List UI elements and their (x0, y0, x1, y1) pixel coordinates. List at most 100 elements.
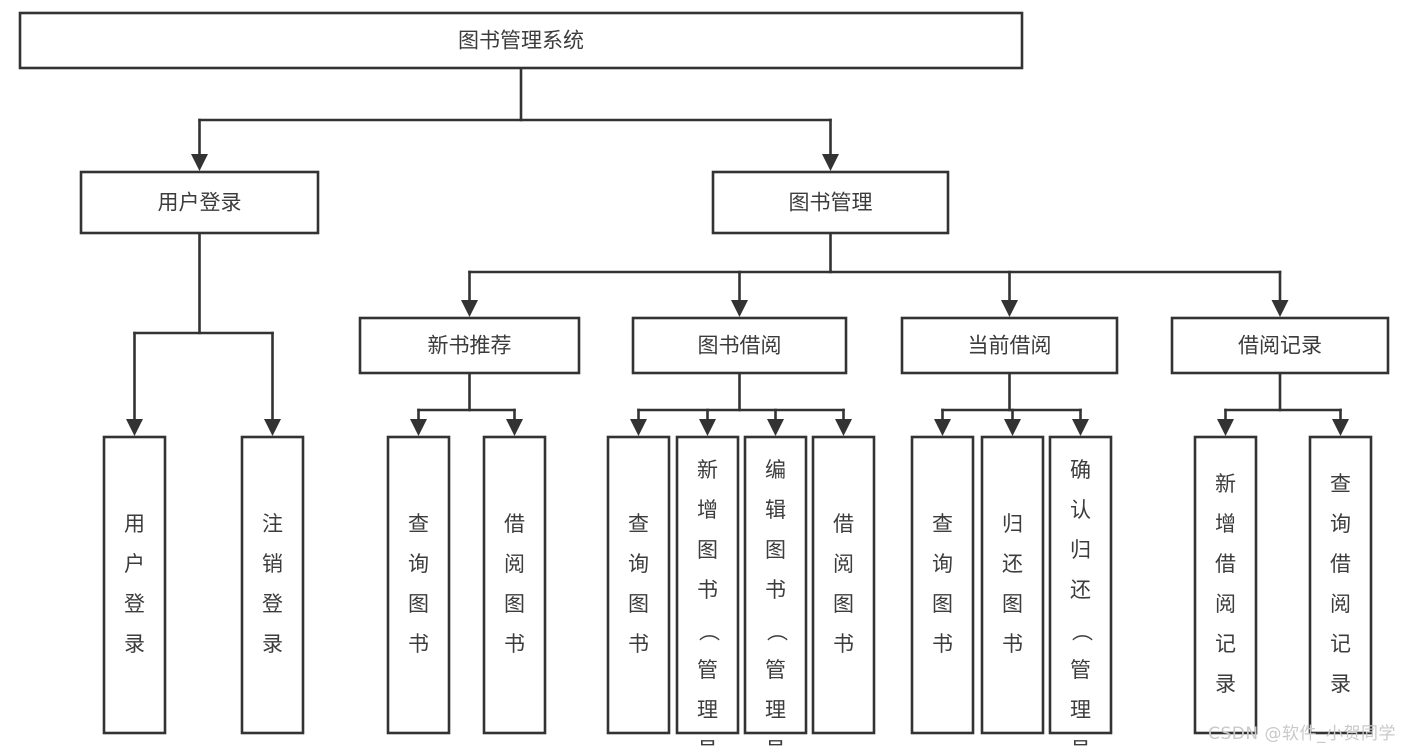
node-leaf-12-label-char: 借 (1330, 552, 1351, 576)
arrow-head-icon (461, 300, 478, 317)
node-leaf-0-label-char: 录 (124, 632, 145, 656)
node-leaf-7-box[interactable] (811, 435, 876, 735)
node-leaf-6-label-char: 理 (765, 698, 786, 722)
node-level1-0-box[interactable] (79, 170, 320, 235)
node-leaf-4-label-char: 图 (628, 592, 649, 616)
node-level2-3-box[interactable] (1170, 316, 1390, 375)
node-leaf-8-label-char: 查 (932, 512, 953, 536)
node-leaf-12-box[interactable] (1308, 435, 1373, 735)
node-leaf-5-label-char: 增 (697, 498, 718, 522)
arrow-head-icon (1004, 419, 1021, 436)
node-leaf-0-box[interactable] (102, 435, 167, 735)
node-leaf-6-box[interactable] (743, 435, 808, 735)
node-leaf-10-label-char: 认 (1070, 498, 1091, 522)
node-level2-1-box[interactable] (631, 316, 848, 375)
node-leaf-0-label-char: 户 (124, 552, 145, 576)
node-leaf-5-label-char: 理 (697, 698, 718, 722)
node-leaf-6-label-char: 员 (765, 738, 786, 747)
node-leaf-6-label-char: （ (765, 621, 789, 642)
node-leaf-8-label-char: 图 (932, 592, 953, 616)
node-leaf-11-label-char: 阅 (1215, 592, 1236, 616)
nodes-layer: 图书管理系统用户登录图书管理新书推荐图书借阅当前借阅借阅记录用户登录注销登录查询… (18, 11, 1390, 747)
node-level2-0-label: 新书推荐 (428, 334, 512, 358)
node-leaf-10-label-char: 管 (1070, 658, 1091, 682)
arrow-head-icon (1332, 419, 1349, 436)
node-leaf-11-label-char: 记 (1215, 632, 1236, 656)
node-level2-0[interactable]: 新书推荐 (358, 316, 581, 375)
arrow-head-icon (1072, 419, 1089, 436)
node-level2-2-box[interactable] (900, 316, 1119, 375)
node-leaf-11-label-char: 录 (1215, 672, 1236, 696)
node-leaf-10-label-char: （ (1070, 621, 1094, 642)
node-leaf-8-box[interactable] (910, 435, 975, 735)
node-leaf-11-box[interactable] (1193, 435, 1258, 735)
node-leaf-6-label-char: 图 (765, 538, 786, 562)
node-leaf-1-label-char: 注 (262, 512, 283, 536)
node-leaf-1-label-char: 录 (262, 632, 283, 656)
arrow-head-icon (835, 419, 852, 436)
node-leaf-10-label-char: 确 (1070, 458, 1091, 482)
node-leaf-9-label-char: 归 (1002, 512, 1023, 536)
node-leaf-12-label-char: 录 (1330, 672, 1351, 696)
node-leaf-10-label-char: 归 (1070, 538, 1091, 562)
node-leaf-3-label-char: 书 (504, 632, 525, 656)
node-leaf-7-label-char: 借 (833, 512, 854, 536)
node-leaf-8-label-char: 询 (932, 552, 953, 576)
node-leaf-2-label-char: 图 (408, 592, 429, 616)
node-level2-1[interactable]: 图书借阅 (631, 316, 848, 375)
node-leaf-5-label-char: 新 (697, 458, 718, 482)
node-leaf-3-label-char: 借 (504, 512, 525, 536)
arrow-head-icon (699, 419, 716, 436)
arrow-head-icon (1271, 300, 1289, 317)
node-leaf-1-label-char: 销 (262, 552, 283, 576)
node-level2-2-label: 当前借阅 (968, 334, 1052, 358)
node-leaf-1-box[interactable] (240, 435, 305, 735)
node-level2-0-box[interactable] (358, 316, 581, 375)
node-leaf-7-label-char: 图 (833, 592, 854, 616)
node-level2-3[interactable]: 借阅记录 (1170, 316, 1390, 375)
node-leaf-9-label-char: 书 (1002, 632, 1023, 656)
node-level1-0[interactable]: 用户登录 (79, 170, 320, 235)
node-root-system-label: 图书管理系统 (458, 29, 584, 53)
node-level1-0-label: 用户登录 (158, 191, 242, 215)
node-leaf-11-label-char: 借 (1215, 552, 1236, 576)
node-level2-2[interactable]: 当前借阅 (900, 316, 1119, 375)
node-leaf-4-box[interactable] (606, 435, 671, 735)
node-leaf-0-label-char: 用 (124, 512, 145, 536)
arrow-head-icon (410, 419, 427, 436)
node-leaf-11-label-char: 新 (1215, 472, 1236, 496)
node-leaf-6-label-char: 管 (765, 658, 786, 682)
node-leaf-5-label-char: 员 (697, 738, 718, 747)
node-level1-1[interactable]: 图书管理 (711, 170, 950, 235)
node-leaf-3-label-char: 阅 (504, 552, 525, 576)
node-leaf-0[interactable]: 用户登录 (102, 435, 167, 735)
node-leaf-4-label-char: 书 (628, 632, 649, 656)
node-leaf-9-box[interactable] (980, 435, 1045, 735)
node-leaf-2-box[interactable] (386, 435, 451, 735)
node-leaf-12-label-char: 询 (1330, 512, 1351, 536)
node-root-system-box[interactable] (18, 11, 1024, 70)
node-leaf-2-label-char: 书 (408, 632, 429, 656)
node-leaf-10-box[interactable] (1048, 435, 1113, 735)
node-level1-1-box[interactable] (711, 170, 950, 235)
node-leaf-5-box[interactable] (675, 435, 740, 735)
node-leaf-6-label-char: 编 (765, 458, 786, 482)
node-root-system[interactable]: 图书管理系统 (18, 11, 1024, 70)
node-leaf-5-label-char: 管 (697, 658, 718, 682)
node-leaf-2-label-char: 询 (408, 552, 429, 576)
node-leaf-3-box[interactable] (482, 435, 547, 735)
